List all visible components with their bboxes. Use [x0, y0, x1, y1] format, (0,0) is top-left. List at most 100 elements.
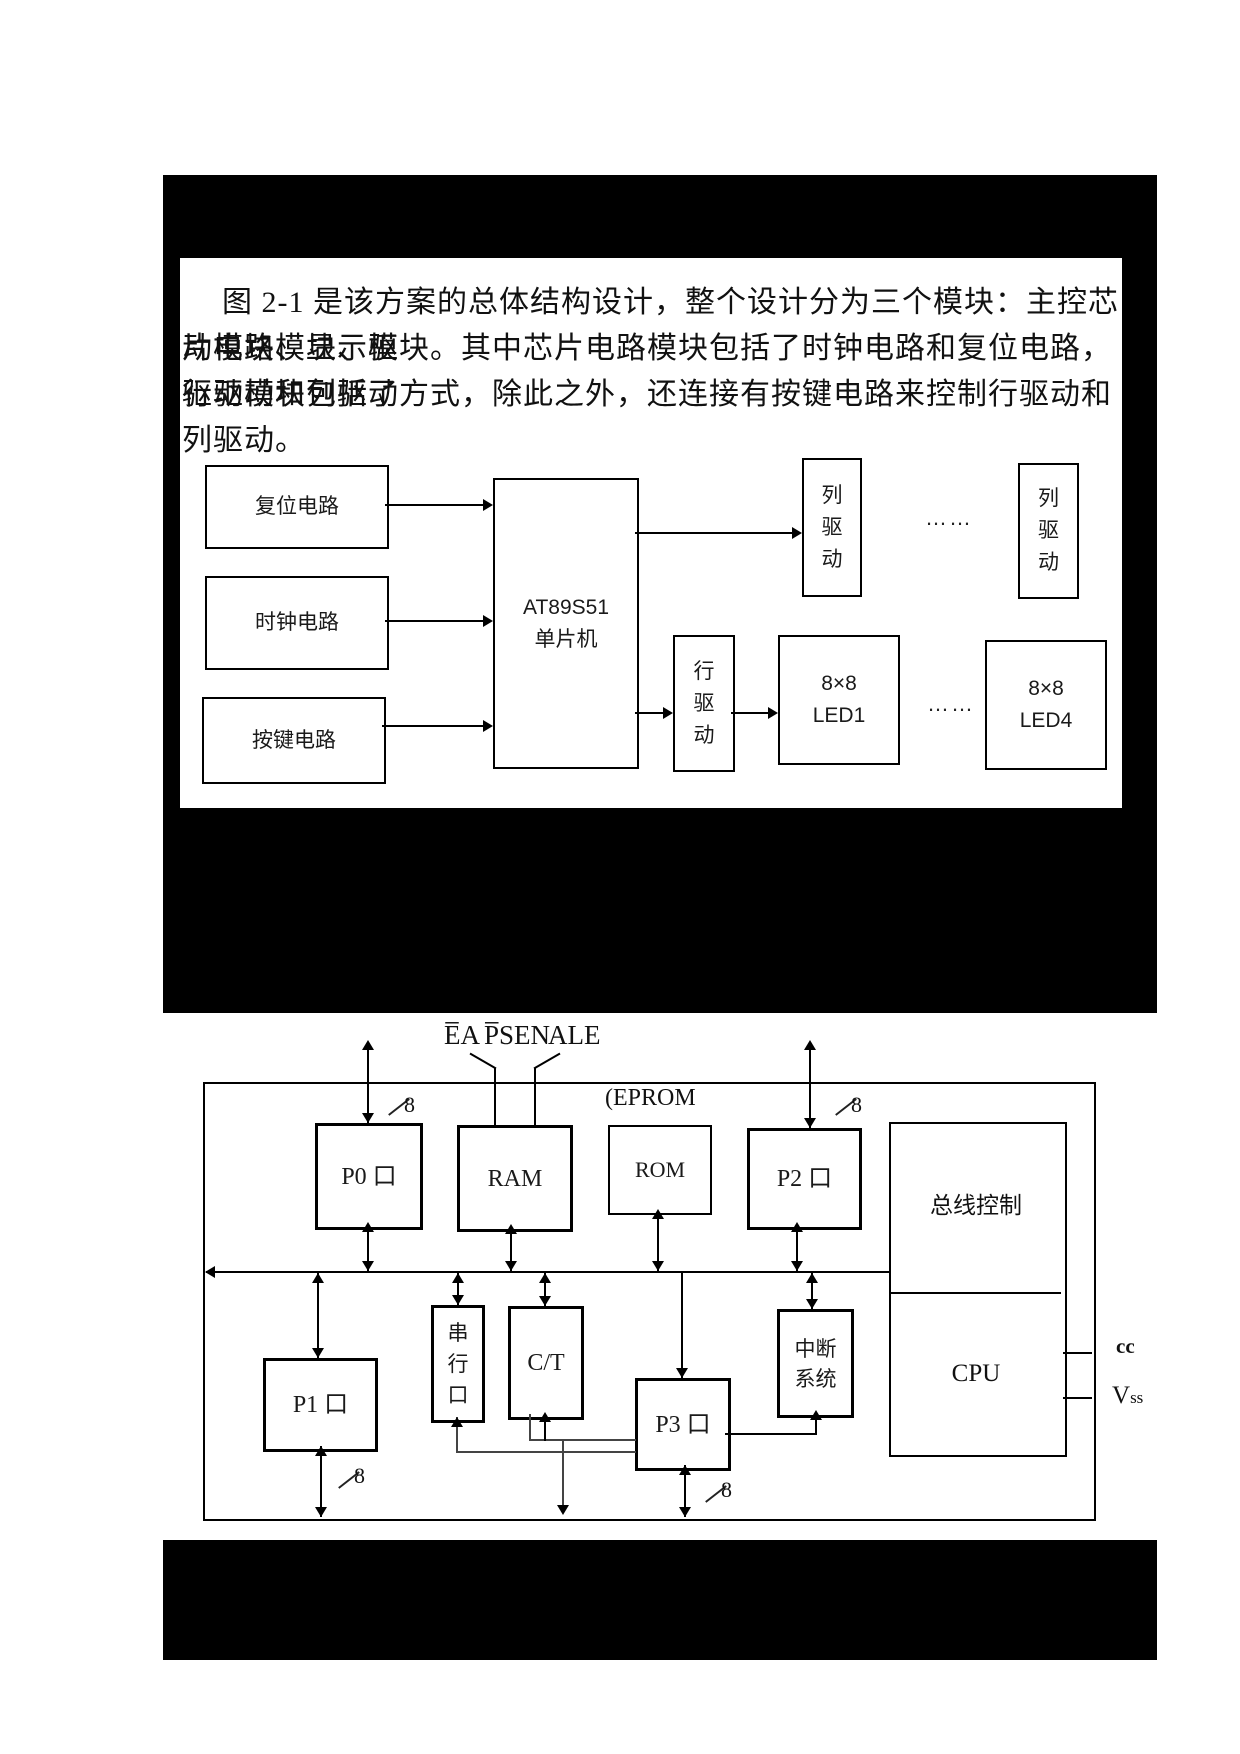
signal-psen-label: P̅SEN: [484, 1020, 551, 1050]
arrowhead: [505, 1224, 517, 1234]
led1-box: 8×8 LED1: [778, 635, 900, 765]
connector-line: [510, 1226, 512, 1271]
reset-circuit-box: 复位电路: [205, 465, 389, 549]
counter-timer-box: C/T: [508, 1306, 584, 1420]
arrowhead: [539, 1273, 551, 1283]
connector-line: [456, 1417, 458, 1453]
arrowhead: [791, 1261, 803, 1271]
paragraph-line-2: 动模块、显示模块。其中芯片电路模块包括了时钟电路和复位电路，驱动模块包括了: [182, 332, 1112, 411]
col-driver-box-1: 列 驱 动: [802, 458, 862, 597]
bus-control-cpu-box: [889, 1122, 1067, 1457]
p0-port-box: P0 口: [315, 1123, 423, 1230]
arrowhead: [451, 1417, 463, 1427]
arrowhead: [452, 1273, 464, 1283]
clock-circuit-box: 时钟电路: [205, 576, 389, 670]
signal-ea-label: E̅A: [444, 1020, 480, 1050]
connector-line: [635, 532, 795, 534]
vss-v: V: [1112, 1382, 1131, 1409]
connector-line: [657, 1211, 659, 1271]
connector-line: [731, 712, 771, 714]
vcc-label: cc: [1116, 1334, 1135, 1358]
connector-line: [529, 1439, 636, 1441]
redacted-block-bottom: [163, 1540, 1157, 1660]
arrowhead: [663, 707, 673, 719]
connector-line: [385, 620, 485, 622]
arrowhead: [315, 1446, 327, 1456]
arrowhead: [362, 1113, 374, 1123]
serial-port-box: 串 行 口: [431, 1305, 485, 1423]
connector-line: [635, 712, 666, 714]
connector-line: [534, 1068, 536, 1125]
connector-line: [317, 1271, 319, 1358]
eprom-label: (EPROM: [605, 1085, 696, 1111]
connector-line: [684, 1465, 686, 1517]
connector-line: [815, 1416, 817, 1435]
connector-line: [382, 725, 485, 727]
bus-control-label: 总线控制: [930, 1193, 1022, 1218]
arrowhead: [362, 1261, 374, 1271]
arrowhead: [312, 1273, 324, 1283]
rom-box: ROM: [608, 1125, 712, 1215]
arrowhead: [539, 1296, 551, 1306]
signal-ale-label: ALE: [548, 1020, 601, 1050]
paragraph-line-1: 图 2-1 是该方案的总体结构设计，整个设计分为三个模块：主控芯片电路模块、驱: [182, 286, 1119, 365]
row-driver-box: 行 驱 动: [673, 635, 735, 772]
bus-width-label-p1: 8: [354, 1463, 365, 1488]
arrowhead: [804, 1040, 816, 1050]
connector-line: [367, 1044, 369, 1123]
arrowhead: [679, 1465, 691, 1475]
connector-line: [544, 1271, 546, 1306]
key-circuit-box: 按键电路: [202, 697, 386, 784]
arrowhead: [483, 720, 493, 732]
arrowhead: [362, 1040, 374, 1050]
connector-line: [529, 1414, 531, 1441]
arrowhead: [652, 1209, 664, 1219]
arrowhead: [804, 1118, 816, 1128]
connector-line: [533, 1052, 561, 1070]
connector-line: [457, 1271, 459, 1305]
arrowhead: [205, 1266, 215, 1278]
power-stub-line: [1063, 1397, 1092, 1399]
connector-line: [367, 1224, 369, 1271]
connector-line: [494, 1068, 496, 1125]
vss-ss: ss: [1130, 1388, 1144, 1407]
arrowhead: [557, 1505, 569, 1515]
connector-line: [725, 1433, 817, 1435]
connector-line: [811, 1271, 813, 1309]
ellipsis-bottom: ……: [927, 691, 975, 716]
bus-cpu-divider: [891, 1292, 1061, 1294]
internal-bus-line: [206, 1271, 889, 1273]
bus-width-label-p2: 8: [851, 1092, 862, 1117]
cpu-label: CPU: [951, 1360, 1001, 1387]
interrupt-system-box: 中断 系统: [777, 1309, 854, 1418]
led4-box: 8×8 LED4: [985, 640, 1107, 770]
connector-line: [385, 504, 485, 506]
arrowhead: [505, 1261, 517, 1271]
arrowhead: [676, 1368, 688, 1378]
arrowhead: [768, 707, 778, 719]
connector-line: [469, 1052, 497, 1070]
connector-line: [681, 1271, 683, 1378]
arrowhead: [652, 1261, 664, 1271]
bus-width-label-p0: 8: [404, 1092, 415, 1117]
arrowhead: [483, 615, 493, 627]
connector-line: [456, 1451, 636, 1453]
p3-port-box: P3 口: [635, 1378, 731, 1471]
arrowhead: [806, 1299, 818, 1309]
arrowhead: [539, 1412, 551, 1422]
col-driver-box-2: 列 驱 动: [1018, 463, 1079, 599]
p2-port-box: P2 口: [747, 1128, 862, 1230]
arrowhead: [791, 1222, 803, 1232]
paragraph-line-3: 行驱动和列驱动方式，除此之外，还连接有按键电路来控制行驱动和列驱动。: [182, 378, 1112, 457]
p1-port-box: P1 口: [263, 1358, 378, 1452]
mcu-box: AT89S51 单片机: [493, 478, 639, 769]
vss-label: Vss: [1112, 1382, 1143, 1410]
arrowhead: [483, 499, 493, 511]
arrowhead: [362, 1222, 374, 1232]
connector-line: [796, 1224, 798, 1271]
power-stub-line: [1063, 1352, 1092, 1354]
bus-width-label-p3: 8: [721, 1477, 732, 1502]
connector-line: [544, 1420, 546, 1441]
connector-line: [320, 1446, 322, 1517]
